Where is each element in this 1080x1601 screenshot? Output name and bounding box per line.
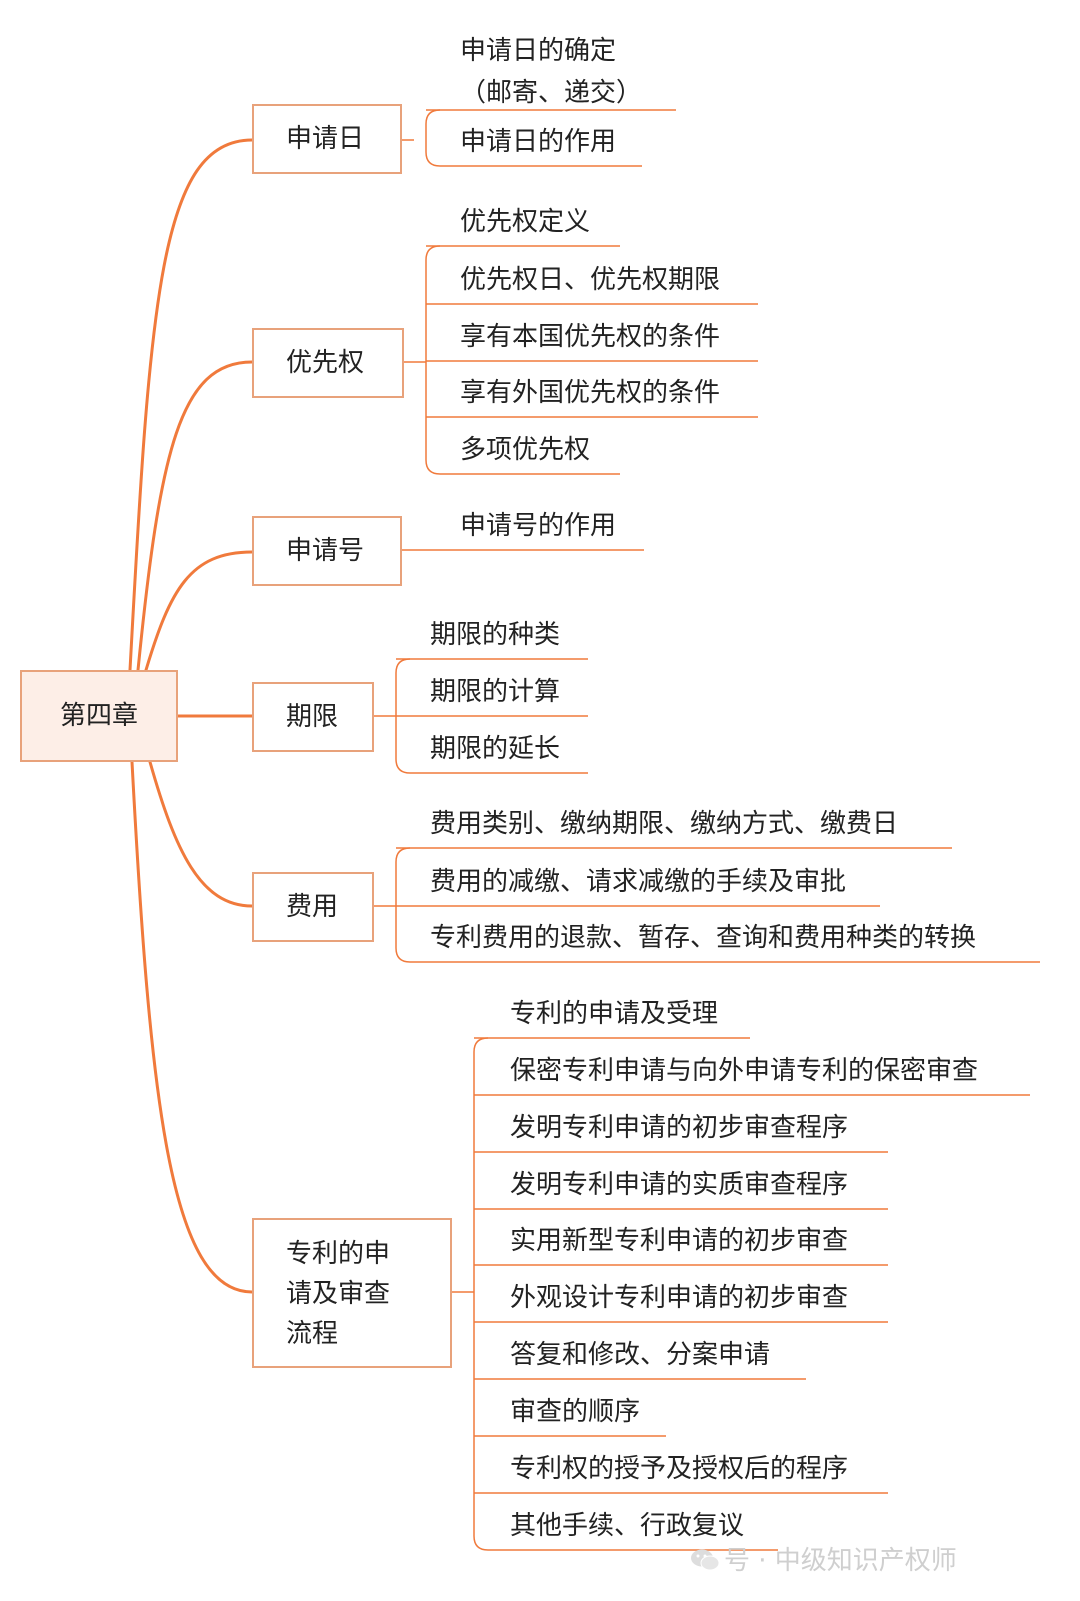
branch-youxianquan[interactable]: 优先权 xyxy=(252,328,404,398)
leaf-liucheng-7: 答复和修改、分案申请 xyxy=(510,1340,771,1370)
leaf-liucheng-1: 专利的申请及受理 xyxy=(510,999,719,1029)
leaf-liucheng-4: 发明专利申请的实质审查程序 xyxy=(510,1170,849,1200)
branch-label: 期限 xyxy=(286,702,339,732)
leaf-liucheng-5: 实用新型专利申请的初步审查 xyxy=(510,1226,849,1256)
leaf-liucheng-8: 审查的顺序 xyxy=(510,1397,641,1427)
branch-feiyong[interactable]: 费用 xyxy=(252,872,374,942)
leaf-liucheng-3: 发明专利申请的初步审查程序 xyxy=(510,1113,849,1143)
leaf-feiyong-1: 费用类别、缴纳期限、缴纳方式、缴费日 xyxy=(430,809,899,839)
leaf-youxianquan-3: 享有本国优先权的条件 xyxy=(460,322,721,352)
root-link-shenqinghao xyxy=(144,550,254,672)
branch-label: 申请号 xyxy=(286,536,365,566)
root-link-shenchaliucheng xyxy=(130,760,254,1294)
root-link-shenqingri xyxy=(128,138,254,672)
leaf-feiyong-2: 费用的减缴、请求减缴的手续及审批 xyxy=(430,867,847,897)
branch-label: 专利的申请及审查流程 xyxy=(286,1239,391,1349)
bracket-youxianquan xyxy=(404,245,441,475)
branch-shenqinghao[interactable]: 申请号 xyxy=(252,516,402,586)
leaf-youxianquan-1: 优先权定义 xyxy=(460,207,591,237)
leaf-youxianquan-2: 优先权日、优先权期限 xyxy=(460,265,721,295)
watermark: 号 · 中级知识产权师 xyxy=(690,1540,957,1577)
wechat-icon xyxy=(691,1549,720,1571)
leaf-shenqingri-1: 申请日的确定（邮寄、递交） xyxy=(460,36,643,108)
underline-youxianquan xyxy=(426,245,758,475)
root-link-feiyong xyxy=(148,760,254,908)
branch-qixian[interactable]: 期限 xyxy=(252,682,374,752)
watermark-text: 号 · 中级知识产权师 xyxy=(724,1546,957,1576)
bracket-shenchaliucheng xyxy=(452,1037,489,1551)
leaf-liucheng-2: 保密专利申请与向外申请专利的保密审查 xyxy=(510,1056,979,1086)
leaf-shenqingri-2: 申请日的作用 xyxy=(460,127,617,157)
leaf-liucheng-10: 其他手续、行政复议 xyxy=(510,1511,745,1541)
root-link-youxianquan xyxy=(136,360,254,672)
branch-label: 优先权 xyxy=(286,348,365,378)
leaf-qixian-1: 期限的种类 xyxy=(430,620,561,650)
leaf-liucheng-9: 专利权的授予及授权后的程序 xyxy=(510,1454,849,1484)
bracket-shenqingri xyxy=(402,109,441,167)
branch-label: 费用 xyxy=(286,892,339,922)
leaf-qixian-3: 期限的延长 xyxy=(430,734,561,764)
leaf-shenqinghao-1: 申请号的作用 xyxy=(460,511,617,541)
leaf-liucheng-6: 外观设计专利申请的初步审查 xyxy=(510,1283,849,1313)
leaf-youxianquan-5: 多项优先权 xyxy=(460,435,591,465)
bracket-feiyong xyxy=(374,847,411,963)
root-node[interactable]: 第四章 xyxy=(20,670,178,762)
branch-shenchaliucheng[interactable]: 专利的申请及审查流程 xyxy=(252,1218,452,1368)
branch-shenqingri[interactable]: 申请日 xyxy=(252,104,402,174)
underline-feiyong xyxy=(396,847,1040,963)
branch-label: 申请日 xyxy=(286,124,365,154)
leaf-youxianquan-4: 享有外国优先权的条件 xyxy=(460,378,721,408)
leaf-qixian-2: 期限的计算 xyxy=(430,677,561,707)
underline-qixian xyxy=(396,658,588,774)
underline-shenchaliucheng xyxy=(474,1037,1030,1551)
root-label: 第四章 xyxy=(59,701,138,731)
leaf-feiyong-3: 专利费用的退款、暂存、查询和费用种类的转换 xyxy=(430,923,977,953)
